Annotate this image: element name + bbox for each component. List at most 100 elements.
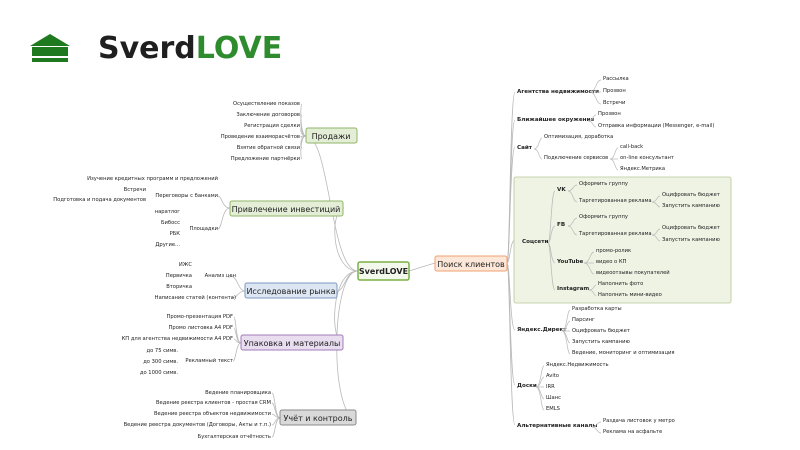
list-item: Рекламный текст bbox=[185, 357, 233, 364]
list-item: Прозвон bbox=[603, 88, 626, 94]
center-node[interactable]: SverdLOVE bbox=[357, 261, 410, 281]
list-item: Первичка bbox=[166, 273, 192, 279]
group-nearby: Ближайшее окружение bbox=[517, 116, 594, 123]
list-item: Avito bbox=[546, 373, 559, 379]
group-site: Сайт bbox=[517, 144, 533, 151]
branch-search[interactable]: Поиск клиентов bbox=[434, 255, 508, 272]
list-item: Ведение реестра объектов недвижимости bbox=[154, 411, 271, 417]
group-social: Соцсети bbox=[522, 239, 548, 245]
list-item: Предложение партнёрки bbox=[231, 156, 300, 162]
group-boards: Доски bbox=[517, 383, 537, 389]
list-item: Оформить группу bbox=[579, 181, 628, 187]
list-item: Промо-презентация PDF bbox=[166, 314, 233, 320]
list-item: Рассылка bbox=[603, 76, 629, 82]
list-item: Ведение реестра клиентов - простая CRM bbox=[156, 400, 271, 406]
list-item: Ведение, мониторинг и оптимизация bbox=[572, 350, 674, 356]
logo-house-icon bbox=[30, 34, 70, 62]
accounting-items: Ведение планировщика Ведение реестра кли… bbox=[124, 390, 271, 440]
branch-accounting-title: Учёт и контроль bbox=[284, 414, 353, 423]
list-item: наратлог bbox=[155, 209, 181, 215]
list-item: Бибосс bbox=[161, 220, 180, 226]
list-item: до 1000 симв. bbox=[140, 370, 178, 376]
list-item: Изучение кредитных программ и предложени… bbox=[87, 175, 218, 182]
list-item: Шанс bbox=[546, 395, 561, 401]
list-item: Подготовка и подача документов bbox=[53, 197, 146, 203]
list-item: Оцифровать бюджет bbox=[662, 192, 720, 198]
list-item: Промо листовка А4 PDF bbox=[169, 325, 233, 331]
list-item: Осуществление показов bbox=[233, 101, 300, 107]
branch-sales-title: Продажи bbox=[312, 132, 351, 141]
branch-packaging-title: Упаковка и материалы bbox=[244, 339, 341, 348]
list-item: промо-ролик bbox=[596, 248, 631, 254]
list-item: Яндекс.Метрика bbox=[620, 166, 665, 172]
list-item: IRR bbox=[546, 384, 555, 390]
list-item: EMLS bbox=[546, 406, 560, 412]
branch-research-title: Исследование рынка bbox=[246, 287, 335, 296]
sales-items: Осуществление показов Заключение договор… bbox=[221, 101, 300, 162]
list-item: Регистрация сделки bbox=[244, 123, 300, 129]
list-item: до 75 симв. bbox=[146, 348, 178, 354]
social-fb: FB bbox=[557, 222, 565, 228]
group-direct: Яндекс.Директ bbox=[517, 327, 567, 333]
list-item: Заключение договоров bbox=[236, 112, 300, 118]
list-item: Бухгалтерская отчётность bbox=[198, 434, 271, 440]
list-item: Таргетированная реклама bbox=[578, 198, 652, 204]
social-vk: VK bbox=[557, 187, 566, 193]
list-item: Наполнить мини-видео bbox=[598, 292, 662, 298]
research-items: Анализ цен ИЖС Первичка Вторичка Написан… bbox=[155, 262, 236, 301]
list-item: on-line консультант bbox=[620, 155, 674, 161]
list-item: Прозвон bbox=[598, 111, 621, 117]
list-item: Отправка информации (Messenger, e-mail) bbox=[598, 123, 714, 129]
list-item: call-back bbox=[620, 144, 643, 150]
list-item: Площадки bbox=[189, 226, 218, 232]
list-item: Ведение реестра документов (Договоры, Ак… bbox=[124, 422, 271, 428]
logo-part-sverd: Sverd bbox=[98, 31, 196, 66]
list-item: Взятие обратной связи bbox=[237, 144, 300, 151]
group-alt: Альтернативные каналы bbox=[517, 423, 597, 429]
list-item: Переговоры с банками bbox=[155, 193, 218, 199]
list-item: видеоотзывы покупателей bbox=[596, 269, 670, 276]
center-node-title: SverdLOVE bbox=[359, 267, 408, 276]
logo: SverdLOVE bbox=[30, 31, 282, 66]
packaging-items: Промо-презентация PDF Промо листовка А4 … bbox=[122, 314, 233, 376]
logo-part-love: LOVE bbox=[196, 31, 282, 66]
branch-invest[interactable]: Привлечение инвестиций bbox=[229, 200, 344, 217]
branch-packaging[interactable]: Упаковка и материалы bbox=[240, 334, 344, 351]
list-item: Наполнить фото bbox=[598, 281, 643, 287]
branch-accounting[interactable]: Учёт и контроль bbox=[279, 409, 357, 426]
list-item: Оформить группу bbox=[579, 214, 628, 220]
list-item: Написание статей (контента) bbox=[155, 294, 236, 301]
list-item: Подключение сервисов bbox=[544, 155, 608, 161]
list-item: Запустить кампанию bbox=[572, 339, 630, 345]
branch-research[interactable]: Исследование рынка bbox=[244, 282, 338, 299]
search-groups: Агентства недвижимости Рассылка Прозвон … bbox=[517, 76, 720, 435]
list-item: Таргетированная реклама bbox=[578, 231, 652, 237]
list-item: видео о КП bbox=[596, 259, 627, 265]
group-agencies: Агентства недвижимости bbox=[517, 89, 599, 95]
list-item: ИЖС bbox=[179, 262, 192, 268]
invest-items: Переговоры с банками Изучение кредитных … bbox=[53, 175, 218, 248]
list-item: Встречи bbox=[124, 187, 146, 193]
list-item: Проведение взаиморасчётов bbox=[221, 134, 300, 140]
list-item: Вторичка bbox=[166, 284, 192, 290]
list-item: Ведение планировщика bbox=[205, 390, 271, 396]
list-item: Яндекс.Недвижимость bbox=[546, 362, 609, 368]
list-item: Оцифровать бюджет bbox=[572, 328, 630, 334]
social-youtube: YouTube bbox=[556, 259, 584, 265]
list-item: Встречи bbox=[603, 100, 625, 106]
list-item: Раздача листовок у метро bbox=[603, 418, 675, 424]
list-item: Разработка карты bbox=[572, 306, 622, 312]
list-item: Оптимизация, доработка bbox=[544, 134, 613, 140]
list-item: до 300 симв. bbox=[143, 359, 178, 365]
list-item: Оцифровать бюджет bbox=[662, 225, 720, 231]
social-group-box bbox=[513, 176, 732, 304]
list-item: Другие... bbox=[155, 242, 180, 248]
social-instagram: Instagram bbox=[557, 286, 589, 292]
branch-sales[interactable]: Продажи bbox=[305, 127, 358, 144]
list-item: Анализ цен bbox=[205, 273, 236, 279]
list-item: Запустить кампанию bbox=[662, 237, 720, 243]
right-connectors bbox=[533, 79, 661, 434]
branch-search-title: Поиск клиентов bbox=[437, 260, 505, 269]
list-item: Запустить кампанию bbox=[662, 203, 720, 209]
